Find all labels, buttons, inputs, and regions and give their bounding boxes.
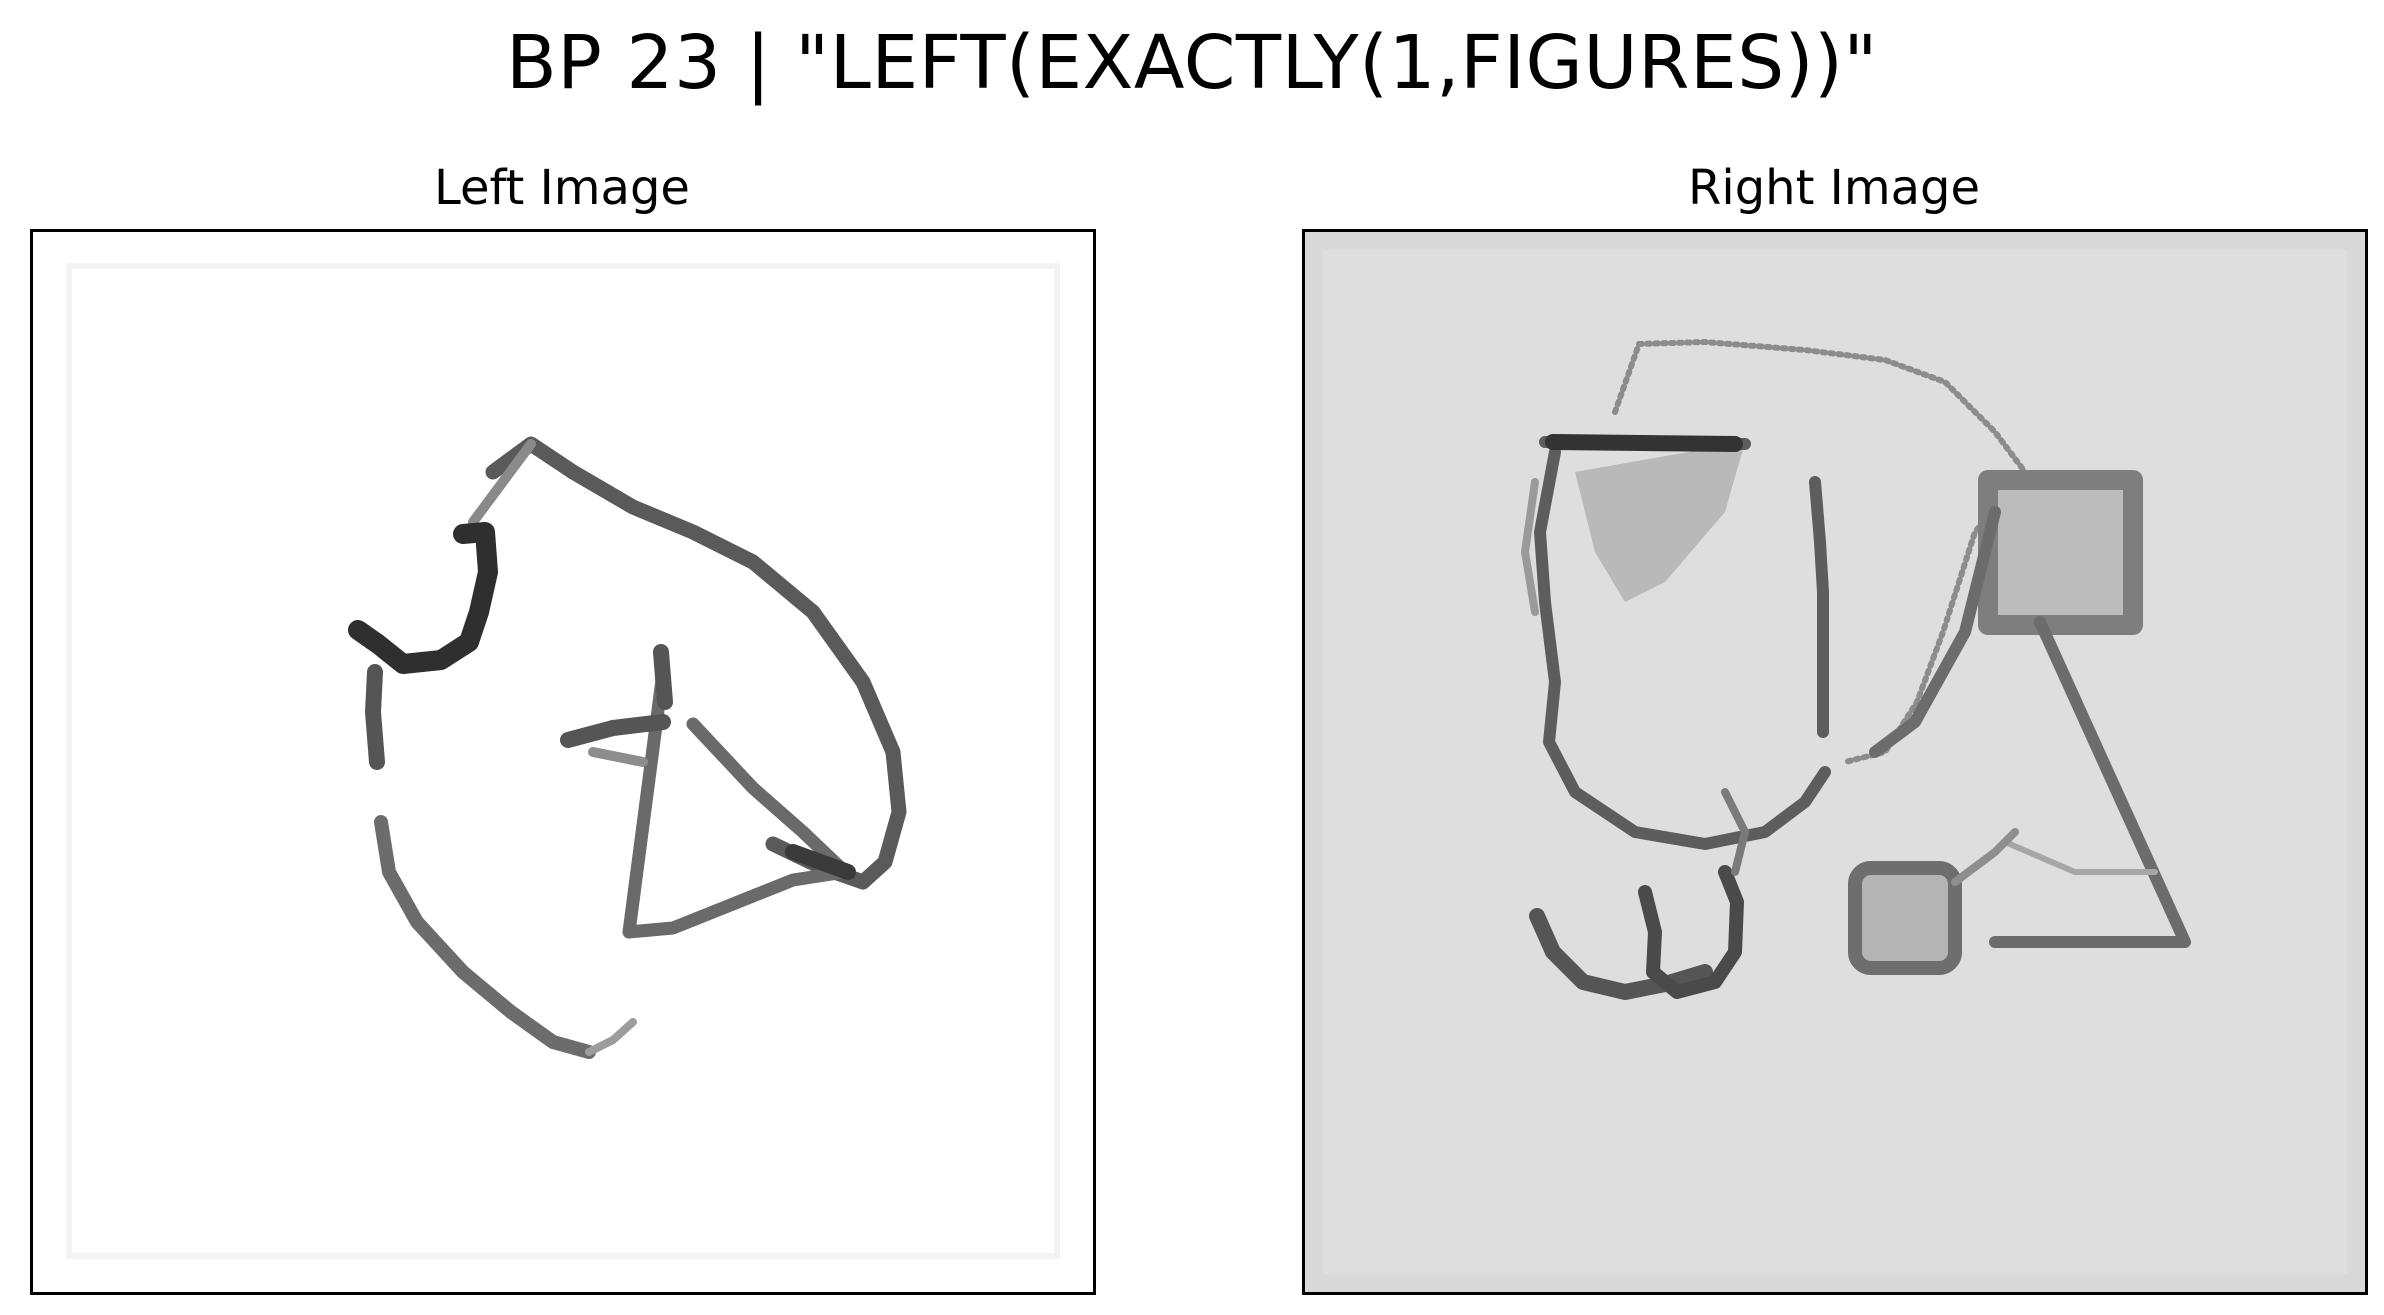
page-title: BP 23 | "LEFT(EXACTLY(1,FIGURES))"	[506, 20, 1878, 106]
lower-square-outline	[1848, 861, 1962, 975]
bottom-hook-connector	[1721, 788, 1749, 876]
hook-stroke	[348, 522, 498, 674]
cross-tail-stroke	[588, 747, 648, 767]
lower-arc-stroke	[374, 815, 596, 1059]
lower-square-fill	[1855, 868, 1955, 968]
left-polygon-left-light	[1521, 478, 1539, 616]
left-image-faint-border	[66, 263, 1060, 1259]
right-image-canvas	[1305, 232, 2365, 1292]
top-arc-stroke	[1612, 339, 2028, 765]
inner-triangle-base-dark	[785, 844, 856, 880]
outer-loop-top-light	[468, 439, 536, 527]
left-image-panel	[30, 229, 1096, 1295]
right-image-title: Right Image	[1688, 160, 1980, 216]
cross-stroke	[560, 644, 673, 748]
lower-arc-tip	[585, 1018, 637, 1056]
left-polygon-fill	[1575, 442, 1745, 602]
hook-tail-stroke	[365, 664, 385, 770]
right-triangle-stroke	[1869, 506, 2191, 948]
upper-square-fill	[1988, 480, 2133, 625]
inner-triangle-stroke	[622, 665, 852, 939]
right-image-panel	[1302, 229, 2368, 1295]
outer-loop-stroke	[485, 436, 907, 890]
right-triangle-inner-light	[2002, 839, 2158, 875]
lower-square-link	[1951, 828, 2019, 886]
left-image-canvas	[33, 232, 1093, 1292]
left-image-background	[33, 232, 1093, 1292]
left-polygon-top-dark	[1545, 434, 1743, 452]
right-image-inner-background	[1323, 250, 2347, 1274]
left-image-title: Left Image	[434, 160, 690, 216]
left-figure-strokes	[348, 436, 907, 1059]
right-figure-strokes	[1521, 339, 2191, 1000]
bottom-hook-curl	[1638, 865, 1744, 999]
